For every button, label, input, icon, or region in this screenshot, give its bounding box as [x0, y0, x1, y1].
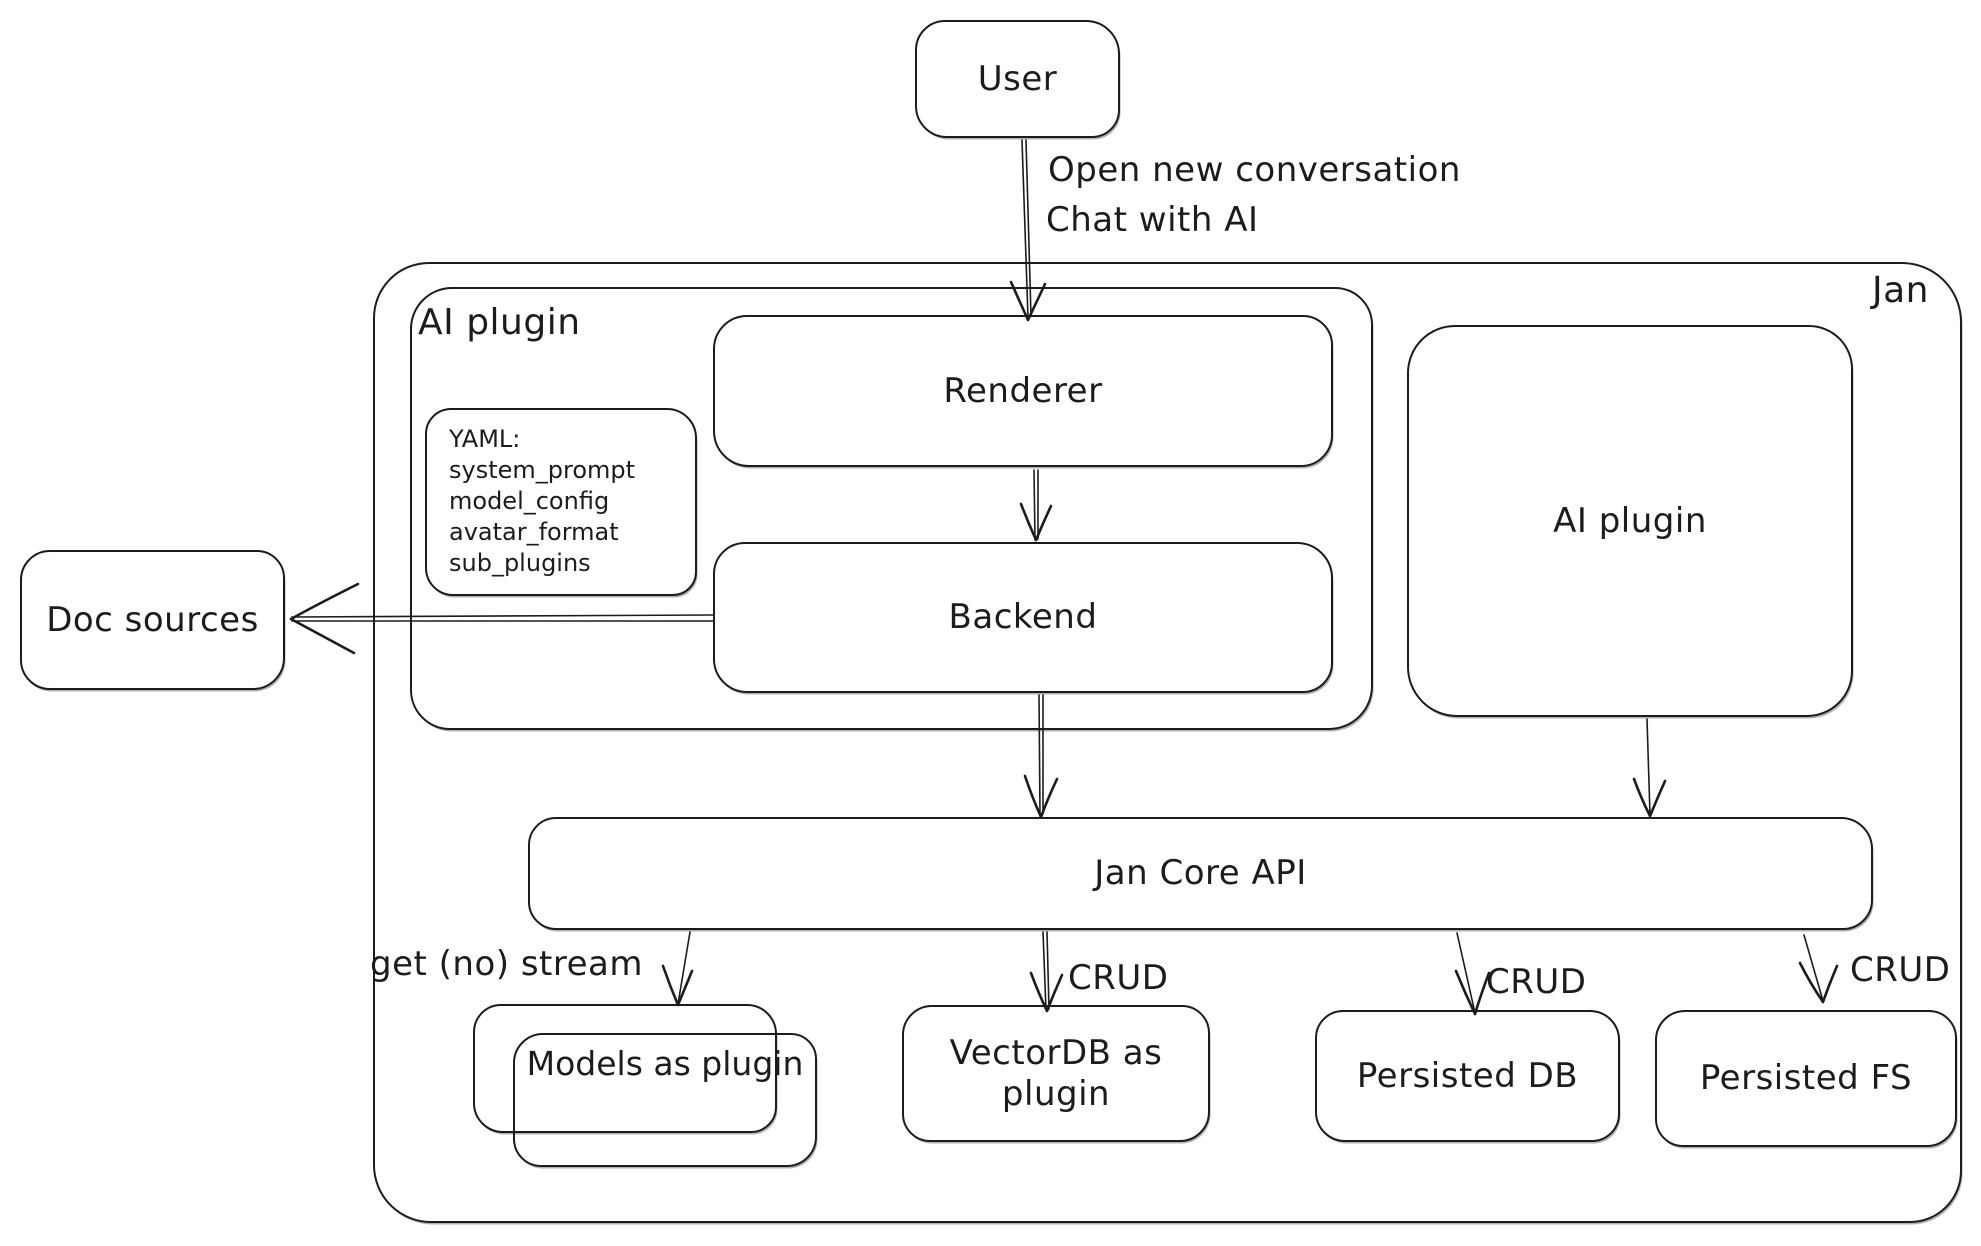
node-jan-core-api: Jan Core API: [528, 817, 1873, 930]
edge-label-get-no-stream: get (no) stream: [370, 944, 643, 984]
edge-label-crud-persisted-fs: CRUD: [1850, 950, 1951, 990]
edge-label-crud-persisted-db: CRUD: [1486, 962, 1587, 1002]
node-ai-plugin-right: AI plugin: [1407, 325, 1853, 717]
edge-label-chat-with-ai: Chat with AI: [1046, 200, 1259, 240]
node-jan-core-api-label: Jan Core API: [1094, 853, 1307, 894]
yaml-note-title: YAML:: [449, 425, 521, 453]
node-models-as-plugin-inner: [513, 1033, 817, 1167]
node-ai-plugin-right-label: AI plugin: [1553, 500, 1707, 541]
node-ai-plugin-left-label: AI plugin: [418, 302, 581, 343]
node-user: User: [915, 20, 1120, 138]
node-persisted-db: Persisted DB: [1315, 1010, 1620, 1142]
node-doc-sources-label: Doc sources: [46, 599, 259, 640]
yaml-note-line: system_prompt: [449, 456, 636, 484]
node-models-as-plugin-outer: [473, 1004, 777, 1133]
node-yaml-note: YAML: system_prompt model_config avatar_…: [425, 408, 697, 596]
edge-label-open-new-conversation: Open new conversation: [1048, 150, 1461, 190]
node-persisted-db-label: Persisted DB: [1356, 1055, 1579, 1096]
yaml-note-line: avatar_format: [449, 518, 619, 546]
node-renderer-label: Renderer: [943, 370, 1103, 411]
node-vectordb-as-plugin-label: VectorDB as plugin: [949, 1033, 1163, 1114]
yaml-note-text: YAML: system_prompt model_config avatar_…: [427, 410, 635, 579]
yaml-note-line: sub_plugins: [449, 549, 591, 577]
node-doc-sources: Doc sources: [20, 550, 285, 690]
node-persisted-fs-label: Persisted FS: [1699, 1058, 1913, 1099]
node-backend: Backend: [713, 542, 1333, 693]
edge-label-crud-vectordb: CRUD: [1068, 958, 1169, 998]
node-user-label: User: [977, 58, 1058, 99]
node-models-as-plugin-label: Models as plugin: [526, 1044, 804, 1083]
node-persisted-fs: Persisted FS: [1655, 1010, 1957, 1147]
node-jan-label: Jan: [1872, 270, 1929, 311]
yaml-note-line: model_config: [449, 487, 610, 515]
node-vectordb-as-plugin: VectorDB as plugin: [902, 1005, 1210, 1142]
node-backend-label: Backend: [948, 597, 1098, 638]
node-renderer: Renderer: [713, 315, 1333, 467]
